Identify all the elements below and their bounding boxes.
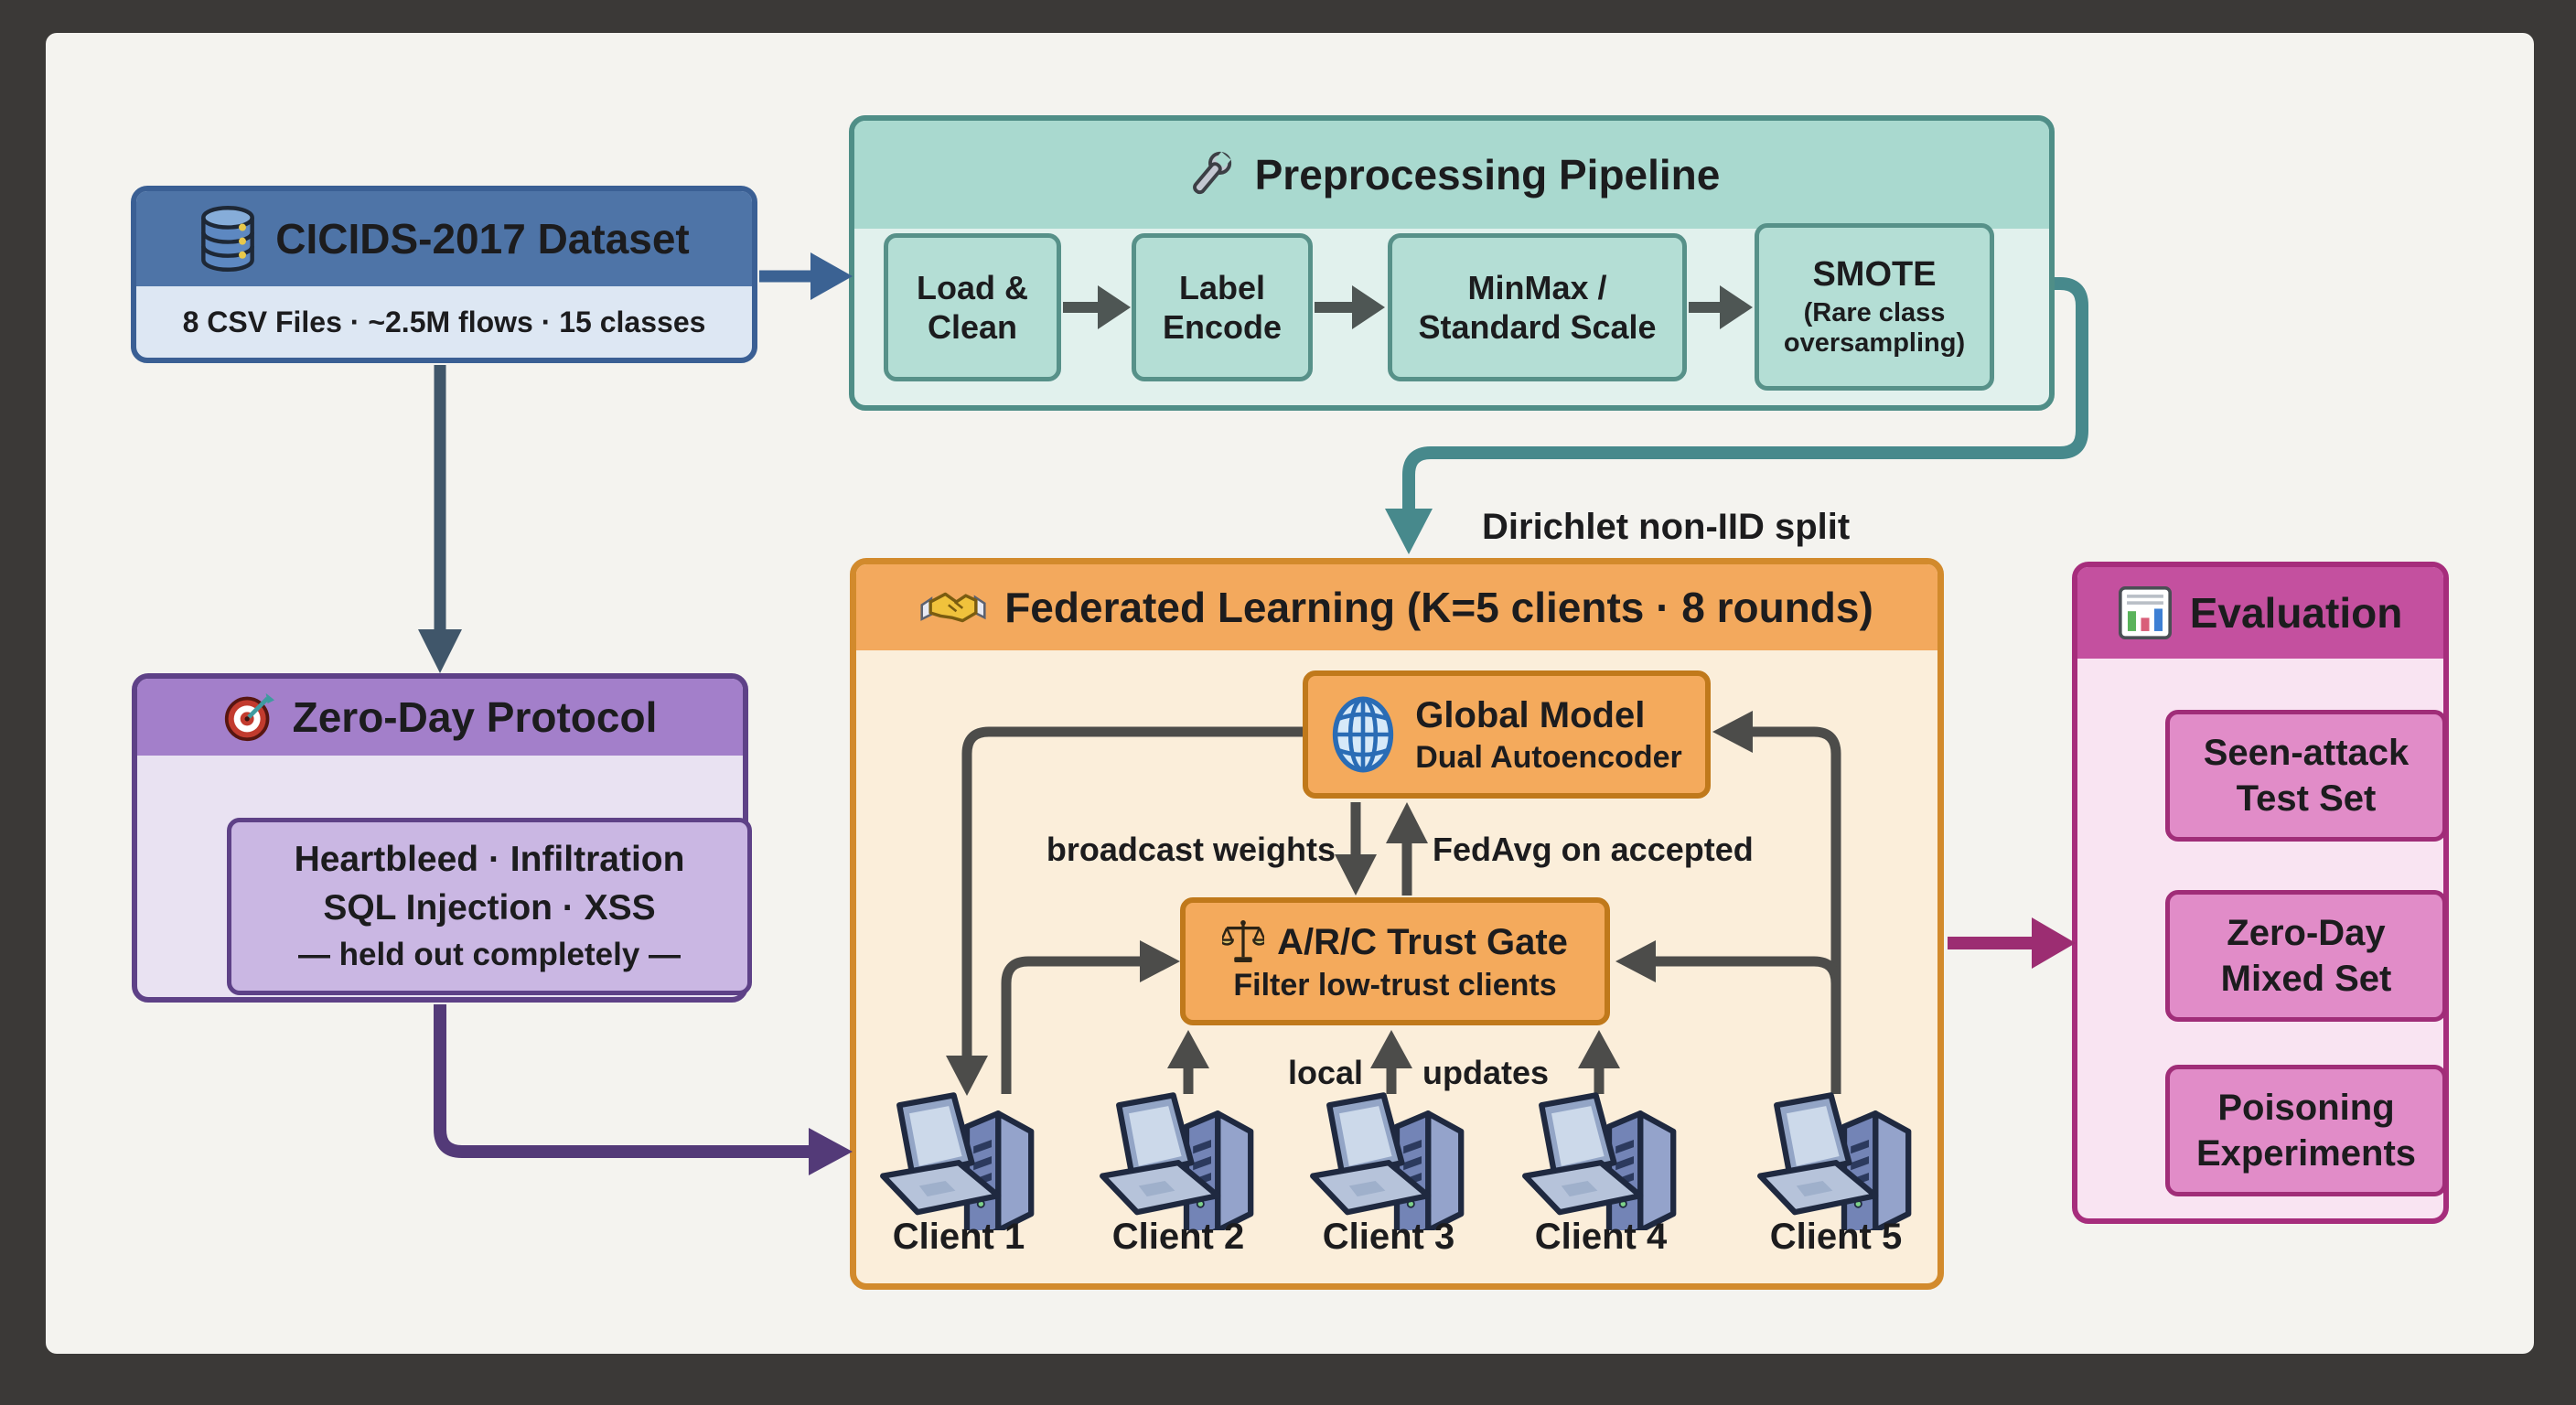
step-label-encode: Label Encode [1132,233,1313,381]
step-smote-note: (Rare class oversampling) [1783,297,1966,359]
dataset-box: CICIDS-2017 Dataset 8 CSV Files · ~2.5M … [131,186,757,363]
preprocessing-title: Preprocessing Pipeline [1254,151,1721,198]
trust-gate-subtitle: Filter low-trust clients [1233,967,1557,1003]
zeroday-heldout-box: Heartbleed · Infiltration SQL Injection … [227,818,752,995]
dirichlet-split-label: Dirichlet non-IID split [1482,507,1851,547]
client4-label: Client 4 [1534,1217,1668,1257]
trust-gate-box: A/R/C Trust Gate Filter low-trust client… [1180,897,1610,1025]
federated-header: Federated Learning (K=5 clients · 8 roun… [856,564,1937,650]
federated-title: Federated Learning (K=5 clients · 8 roun… [1004,584,1873,631]
trust-gate-title: A/R/C Trust Gate [1277,921,1568,962]
local-label: local [1287,1054,1363,1091]
diagram-canvas: CICIDS-2017 Dataset 8 CSV Files · ~2.5M … [46,33,2534,1354]
client5-label: Client 5 [1769,1217,1903,1257]
client-computer-icon [1757,1092,1912,1230]
arrowhead [1385,509,1433,554]
database-icon [201,206,255,272]
global-model-title: Global Model [1415,694,1646,735]
client-computer-icon [880,1092,1035,1230]
eval-poisoning: Poisoning Experiments [2165,1065,2447,1196]
fedavg-label: FedAvg on accepted [1433,831,1754,868]
dataset-header: CICIDS-2017 Dataset [136,191,752,286]
evaluation-header: Evaluation [2077,567,2443,659]
zeroday-line3: — held out completely — [297,937,682,973]
zeroday-line2: SQL Injection · XSS [323,887,656,928]
wrench-icon [1192,151,1231,195]
client-computer-icon [1100,1092,1254,1230]
client-computer-icon [1522,1092,1677,1230]
eval-seen-attack: Seen-attack Test Set [2165,710,2447,842]
zeroday-title: Zero-Day Protocol [292,693,658,741]
updates-label: updates [1422,1054,1550,1091]
global-model-subtitle: Dual Autoencoder [1415,739,1682,775]
dataset-title: CICIDS-2017 Dataset [275,215,690,263]
client2-label: Client 2 [1111,1217,1245,1257]
scales-icon [1222,919,1265,962]
client3-label: Client 3 [1322,1217,1455,1257]
arrowhead [2032,917,2076,969]
global-model-box: Global Model Dual Autoencoder [1303,670,1711,799]
zeroday-line1: Heartbleed · Infiltration [294,839,685,879]
arrowhead [418,629,462,673]
zeroday-header: Zero-Day Protocol [137,679,743,756]
step-smote: SMOTE (Rare class oversampling) [1755,223,1994,391]
bar-chart-icon [2118,586,2172,639]
client1-label: Client 1 [892,1217,1025,1257]
broadcast-weights-label: broadcast weights [1046,831,1336,868]
client-computer-icon [1310,1092,1465,1230]
eval-zeroday-mixed: Zero-Day Mixed Set [2165,890,2447,1022]
step-smote-label: SMOTE [1812,255,1937,295]
step-load-clean: Load & Clean [884,233,1061,381]
handshake-icon [920,592,986,623]
arrowhead [809,1128,853,1175]
step-scaling: MinMax / Standard Scale [1388,233,1687,381]
target-icon [224,692,274,742]
arrowhead [810,252,853,300]
evaluation-title: Evaluation [2189,589,2403,637]
globe-icon [1333,696,1394,773]
dataset-subtitle: 8 CSV Files · ~2.5M flows · 15 classes [182,305,706,338]
preprocessing-header: Preprocessing Pipeline [854,121,2049,229]
arrow-zeroday-to-federated [434,1004,810,1158]
